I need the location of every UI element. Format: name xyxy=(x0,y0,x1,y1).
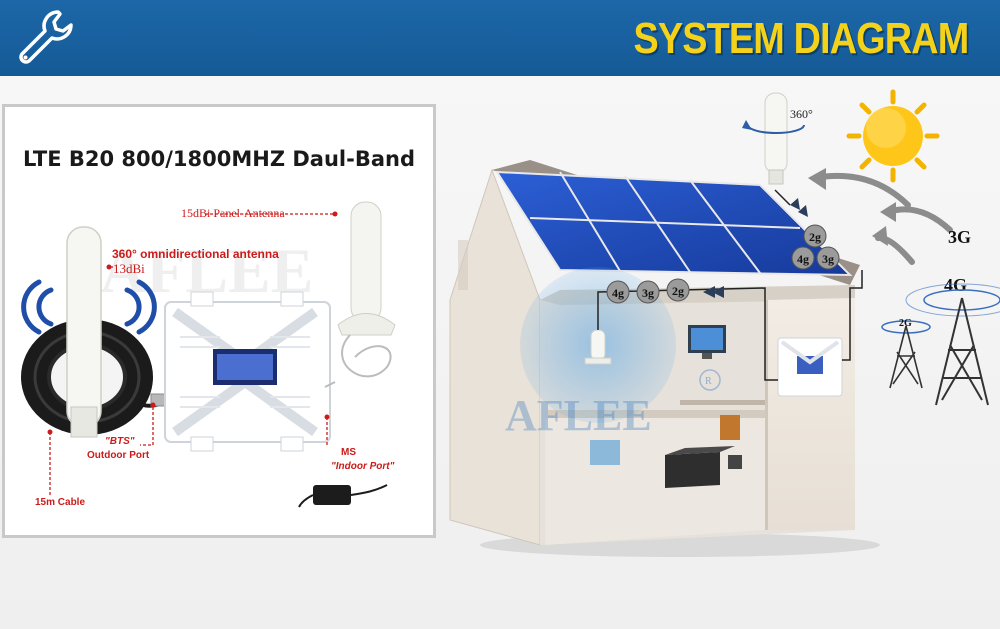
omni-antenna-label: 360° omnidirectional antenna xyxy=(112,247,279,261)
header-bar: SYSTEM DIAGRAM xyxy=(0,0,1000,76)
indoor-badge-2: 2g xyxy=(672,284,684,298)
cable-label: 15m Cable xyxy=(35,497,86,508)
solar-panels xyxy=(495,170,853,277)
omni-gain-label: 13dBi xyxy=(113,261,145,276)
rotation-label: 360° xyxy=(790,107,813,121)
house-diagram: AFLEE R 2g 4g 3g 4g 3g 2g xyxy=(449,89,1000,557)
page-title: SYSTEM DIAGRAM xyxy=(633,14,969,63)
ms-label: MS xyxy=(341,447,356,458)
indoor-badge-1: 3g xyxy=(642,286,654,300)
panel-antenna-icon xyxy=(324,201,396,388)
roof-badge-2: 3g xyxy=(822,252,834,266)
wrench-icon xyxy=(19,10,73,64)
roof-badge-1: 4g xyxy=(797,252,809,266)
signal-repeater-device xyxy=(164,291,331,452)
tower-label-2g: 2G xyxy=(899,318,912,329)
signal-label-3g: 3G xyxy=(948,227,971,247)
outdoor-port-label: Outdoor Port xyxy=(87,450,150,461)
sun-icon xyxy=(846,89,940,183)
roof-antenna-icon xyxy=(742,92,805,185)
panel-title: LTE B20 800/1800MHZ Daul-Band xyxy=(22,147,416,171)
bts-label: "BTS" xyxy=(105,436,135,447)
panel-antenna-label: 15dBi Panel-Antenna xyxy=(181,206,285,220)
roof-badges: 2g 4g 3g xyxy=(791,224,840,270)
tower-4g-icon xyxy=(905,283,1000,406)
tower-2g-icon xyxy=(881,320,931,389)
ceiling-antenna-icon xyxy=(584,329,612,365)
indoor-badge-0: 4g xyxy=(612,286,624,300)
indoor-badges: 4g 3g 2g xyxy=(606,278,690,304)
power-adapter-icon xyxy=(298,484,388,508)
signal-waves-icon xyxy=(21,279,157,335)
svg-text:R: R xyxy=(705,376,712,387)
wall-repeater-device xyxy=(777,337,843,397)
watermark-text-house: AFLEE xyxy=(505,391,652,440)
omni-antenna-icon xyxy=(66,226,102,438)
product-illustration: AFLEE xyxy=(21,201,396,508)
indoor-port-label: "Indoor Port" xyxy=(331,461,395,472)
roof-badge-0: 2g xyxy=(809,230,821,244)
product-panel: LTE B20 800/1800MHZ Daul-Band AFLEE xyxy=(2,104,436,538)
